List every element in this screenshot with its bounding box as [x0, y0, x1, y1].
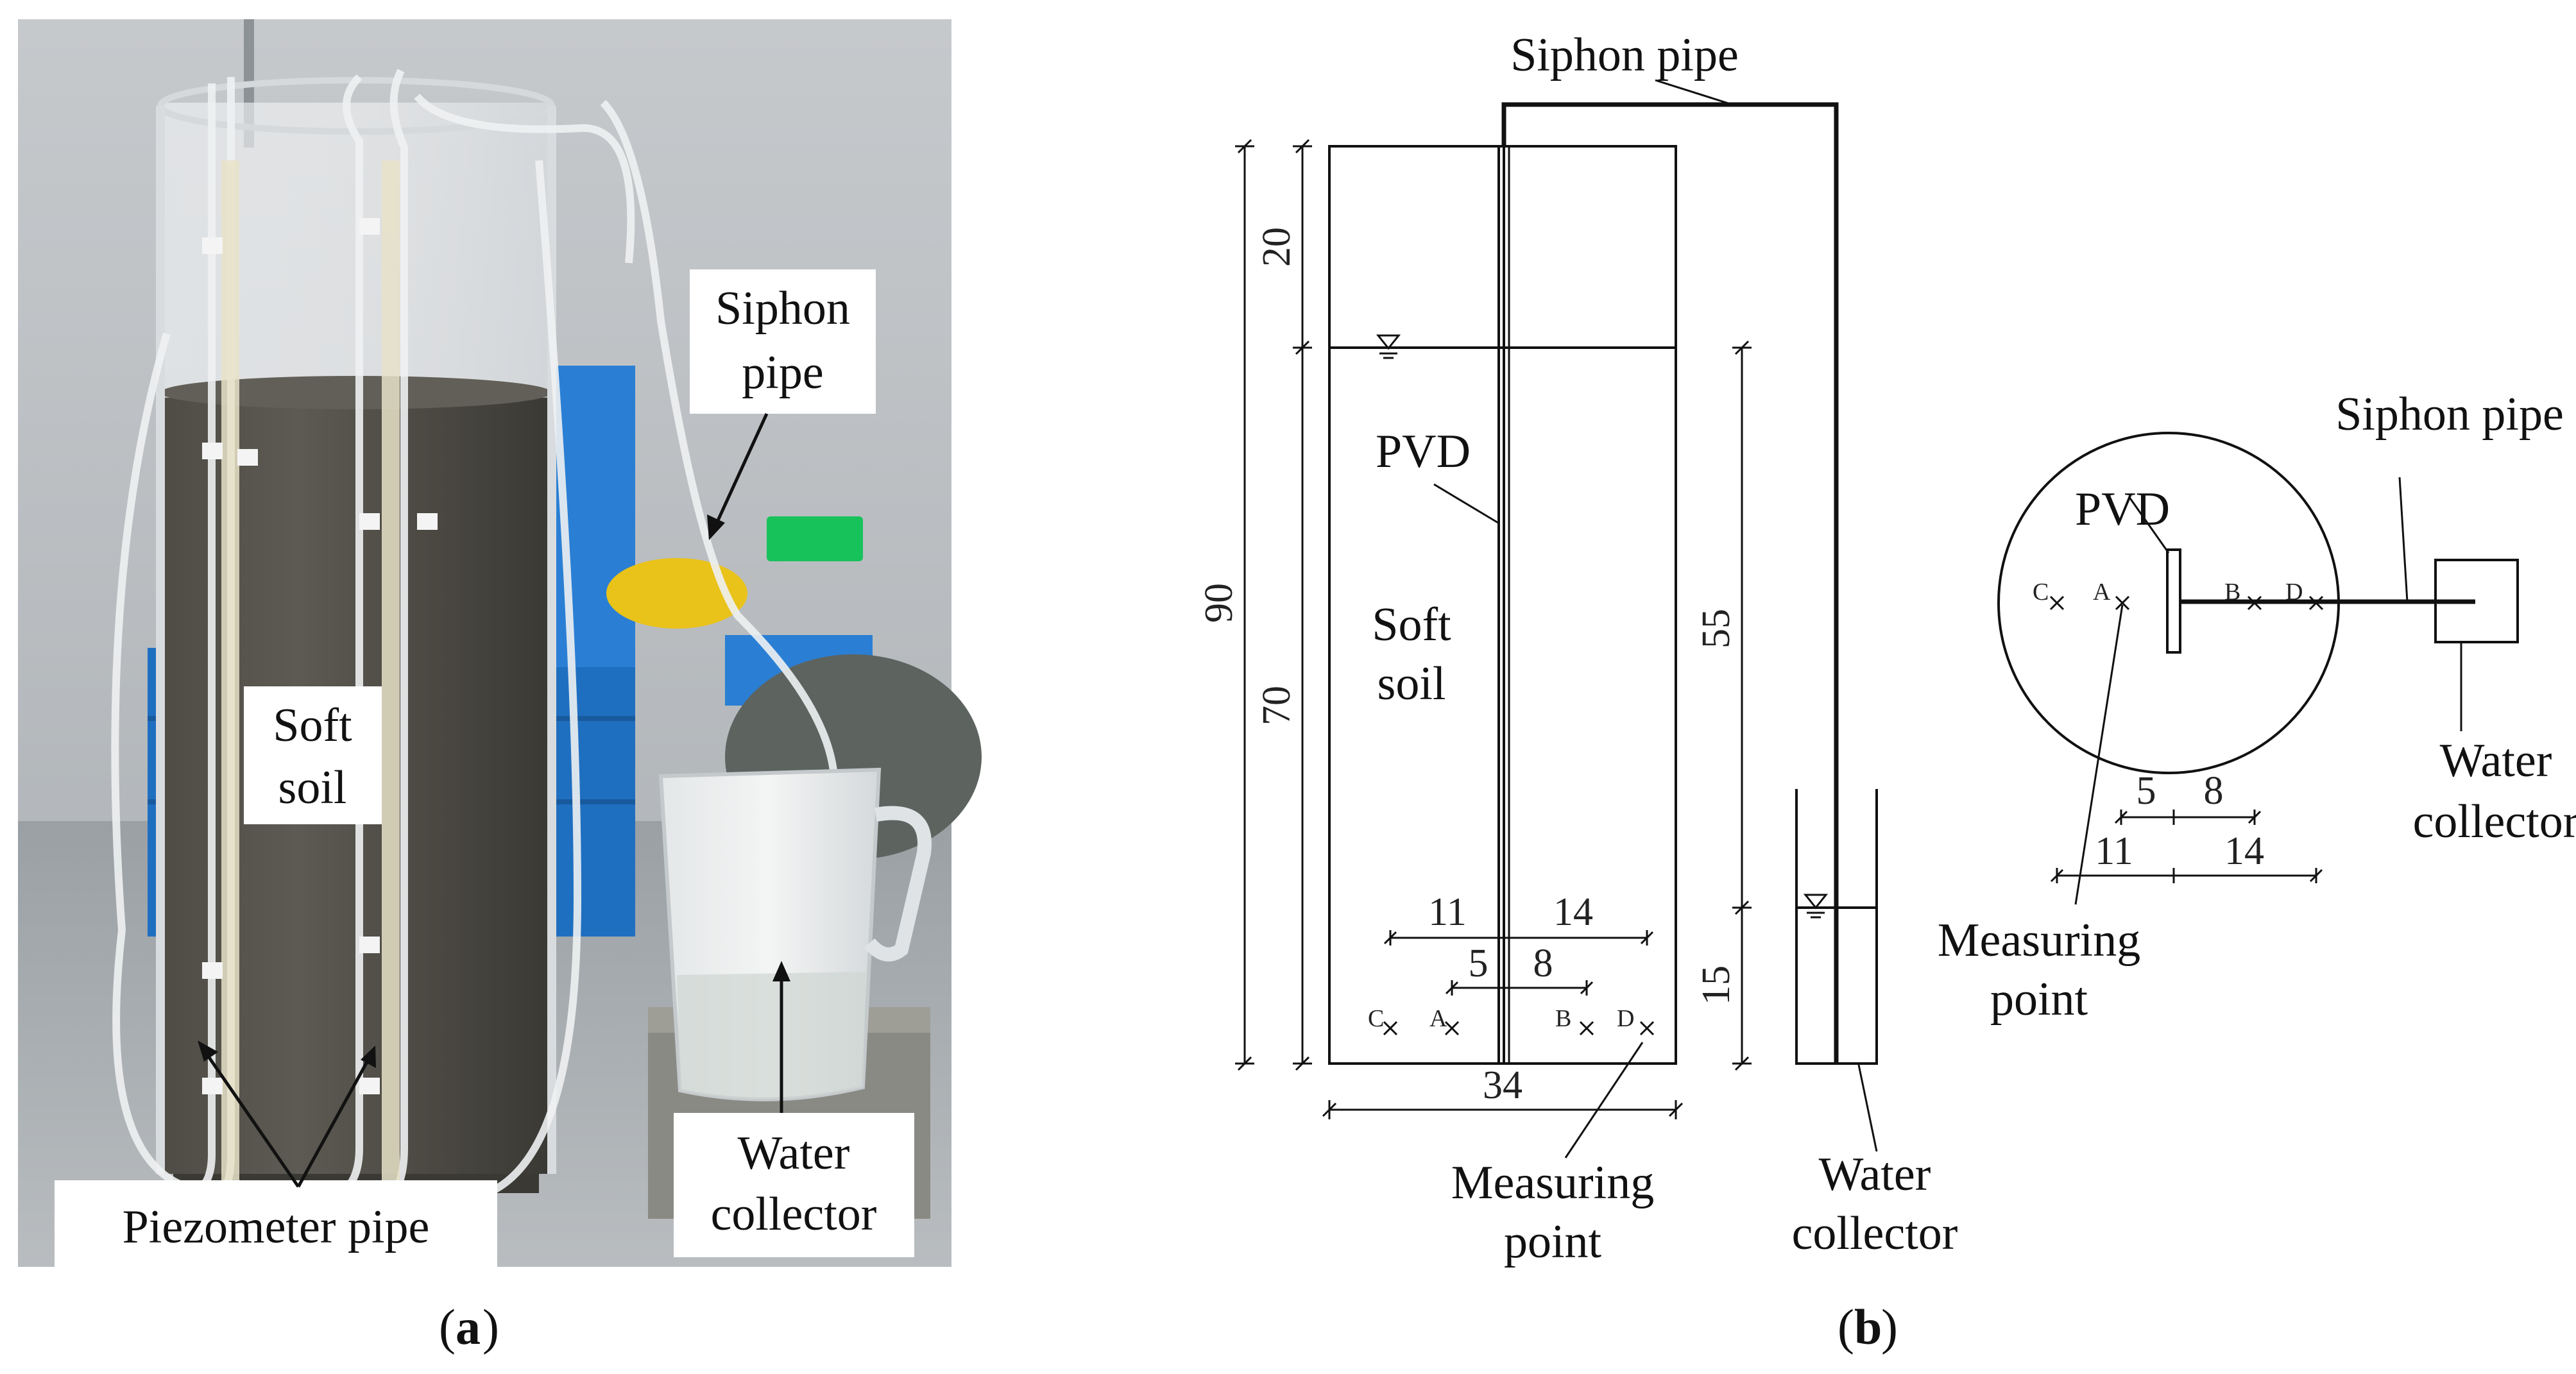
plan-point-B: B [2224, 579, 2240, 606]
dim-55: 55 [1694, 609, 1738, 649]
side-siphon-label: Siphon pipe [1510, 29, 1739, 81]
dim-90: 90 [1197, 583, 1241, 623]
side-measuring-line1: Measuring [1451, 1157, 1655, 1209]
plan-point-D: D [2285, 579, 2303, 606]
collector-level-icon [1803, 894, 1829, 910]
panel-a-photo: Siphon pipe Soft soil Piezometer pipe Wa… [18, 19, 982, 1267]
piezometer-pointer-1 [203, 1051, 300, 1188]
plan-measuring-leader [2074, 604, 2124, 905]
dim-70: 70 [1255, 686, 1299, 725]
dim-34: 34 [1483, 1064, 1523, 1107]
caption-a: ( a ) [439, 1299, 499, 1355]
plan-dim-5: 5 [2137, 769, 2156, 813]
photo-label-siphon: Siphon pipe [690, 269, 876, 414]
plan-collector-line2: collector [2413, 795, 2576, 848]
plan-pvd-leader [2128, 496, 2170, 554]
dim-5: 5 [1469, 942, 1488, 985]
exit-sign-icon [767, 516, 863, 561]
side-siphon-pipe [1501, 102, 1839, 1064]
plan-point-A: A [2093, 579, 2111, 606]
caption-b-letter: b [1854, 1299, 1882, 1355]
dim-14: 14 [1553, 890, 1593, 934]
water-level-icon [1376, 334, 1401, 350]
siphon-arrowhead [707, 514, 725, 540]
piezometer-label: Piezometer pipe [123, 1201, 430, 1253]
siphon-label-line1: Siphon [715, 282, 850, 335]
plan-collector-line1: Water [2440, 734, 2552, 787]
dim-20: 20 [1255, 227, 1299, 267]
side-soft-soil-line1: Soft [1372, 598, 1451, 651]
horizontal-dimensions [1322, 930, 1684, 1119]
soft-soil-label-line1: Soft [273, 699, 352, 752]
side-collector-line2: collector [1792, 1207, 1958, 1260]
measuring-point-leader [1564, 1042, 1644, 1158]
side-measuring-points [1383, 1021, 1655, 1036]
measuring-tapes [221, 160, 400, 1187]
pipe-clips [202, 218, 438, 1094]
soft-soil-label-line2: soil [278, 761, 347, 814]
plan-measuring-line1: Measuring [1938, 914, 2141, 967]
side-water-collector [1795, 789, 1878, 1065]
dim-15: 15 [1694, 965, 1738, 1005]
plan-pvd-label: PVD [2075, 483, 2170, 536]
siphon-label-line2: pipe [742, 346, 823, 399]
side-point-A: A [1429, 1005, 1447, 1032]
photo-label-water-collector: Water collector [674, 1113, 914, 1257]
collector-label-line1: Water [738, 1127, 850, 1180]
side-measuring-line2: point [1504, 1216, 1602, 1268]
collector-leader [1857, 1064, 1878, 1152]
plan-pvd-rect [2166, 548, 2181, 654]
panel-b-side-view [1235, 79, 1878, 1158]
svg-text:): ) [482, 1299, 499, 1355]
side-point-D: D [1617, 1005, 1634, 1032]
side-collector-line1: Water [1819, 1148, 1931, 1201]
panel-b-plan-view [1997, 432, 2519, 905]
siphon-leader [1655, 79, 1733, 106]
svg-text:(: ( [1838, 1299, 1854, 1355]
piezometer-pointer-2 [296, 1057, 371, 1188]
svg-text:(: ( [439, 1299, 456, 1355]
plan-siphon-label: Siphon pipe [2335, 388, 2564, 441]
svg-text:): ) [1881, 1299, 1898, 1355]
plan-measuring-line2: point [1990, 973, 2088, 1026]
caption-a-letter: a [456, 1299, 481, 1355]
dim-8: 8 [1533, 942, 1553, 985]
vertical-dimensions [1235, 139, 1752, 1071]
side-view-labels: Siphon pipe PVD Soft soil Measuring poin… [1197, 29, 1958, 1268]
side-point-C: C [1368, 1005, 1384, 1032]
plan-measuring-points [2049, 595, 2324, 611]
plan-dim-14: 14 [2224, 829, 2264, 873]
plan-dim-11: 11 [2095, 829, 2133, 873]
photo-siphon-pipe [600, 99, 838, 777]
plan-point-C: C [2033, 579, 2049, 606]
photo-label-soft-soil: Soft soil [244, 686, 382, 824]
photo-water-collector [658, 767, 932, 1101]
plan-dimensions [2050, 810, 2323, 883]
plan-water-collector [2434, 559, 2519, 643]
collector-label-line2: collector [711, 1188, 877, 1241]
plan-dim-8: 8 [2204, 769, 2224, 813]
yellow-bucket [606, 558, 747, 629]
caption-b: ( b ) [1838, 1299, 1898, 1355]
pvd-leader [1433, 483, 1499, 524]
side-pvd-label: PVD [1376, 425, 1471, 478]
side-point-B: B [1555, 1005, 1571, 1032]
side-soft-soil-line2: soil [1378, 657, 1446, 710]
siphon-pointer [713, 412, 769, 527]
photo-label-piezometer: Piezometer pipe [55, 1180, 497, 1267]
plan-siphon-leader [2398, 477, 2409, 602]
plan-view-labels: Siphon pipe PVD Water collector Measurin… [1938, 388, 2576, 1026]
dim-11: 11 [1428, 890, 1467, 934]
